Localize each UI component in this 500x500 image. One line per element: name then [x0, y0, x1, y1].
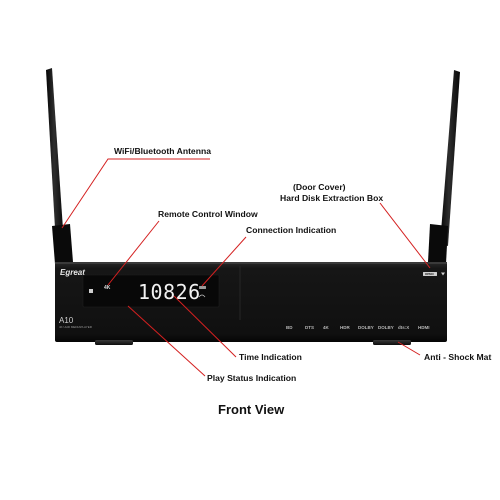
play-status-label: Play Status Indication [207, 373, 296, 383]
model-name: A10 [59, 316, 74, 325]
display-4k-badge: 4K [104, 285, 111, 291]
logo-2: 4K [323, 325, 330, 330]
open-button-label: OPEN [425, 272, 434, 276]
time-leader [173, 295, 237, 358]
anti-shock-leader [397, 341, 421, 356]
logo-3: HDR [340, 325, 350, 330]
logo-4: DOLBY [358, 325, 374, 330]
brand-logo: Egreat [60, 268, 85, 277]
antenna-label: WiFi/Bluetooth Antenna [114, 146, 211, 156]
model-subtitle: 4K UHD MEDIAPLAYER [59, 325, 93, 329]
connection-icon [199, 286, 206, 289]
wifi-icon [198, 294, 206, 298]
left-antenna [46, 68, 73, 264]
leader-lines [61, 158, 431, 377]
front-view-caption: Front View [218, 402, 285, 417]
play-status-leader [127, 305, 206, 377]
logo-7: HDMI [418, 325, 430, 330]
logo-6: dts:X [398, 325, 409, 330]
player-body: Egreat 4K 10826 A10 4K UHD MEDIAPLAYER O… [55, 262, 447, 342]
connection-leader [201, 236, 247, 287]
front-display: 4K 10826 [82, 274, 220, 308]
play-status-icon [89, 289, 93, 293]
logo-1: DTS [305, 325, 314, 330]
left-foot [95, 340, 133, 345]
logo-5: DOLBY [378, 325, 394, 330]
right-foot [373, 340, 411, 345]
anti-shock-label: Anti - Shock Mat [424, 352, 491, 362]
antenna-leader [61, 158, 210, 229]
time-display: 10826 [138, 280, 201, 304]
hdd-box-label: Hard Disk Extraction Box [280, 193, 383, 203]
open-button[interactable] [423, 272, 437, 276]
eject-icon [441, 272, 445, 276]
hdd-box-leader [379, 202, 431, 269]
door-cover-label: (Door Cover) [293, 182, 346, 192]
logo-0: BD [286, 325, 293, 330]
right-antenna [428, 70, 460, 264]
remote-window-leader [107, 220, 160, 286]
time-label: Time Indication [239, 352, 302, 362]
connection-label: Connection Indication [246, 225, 336, 235]
remote-window-label: Remote Control Window [158, 209, 258, 219]
format-logos: BD DTS 4K HDR DOLBY DOLBY dts:X HDMI [286, 325, 430, 330]
